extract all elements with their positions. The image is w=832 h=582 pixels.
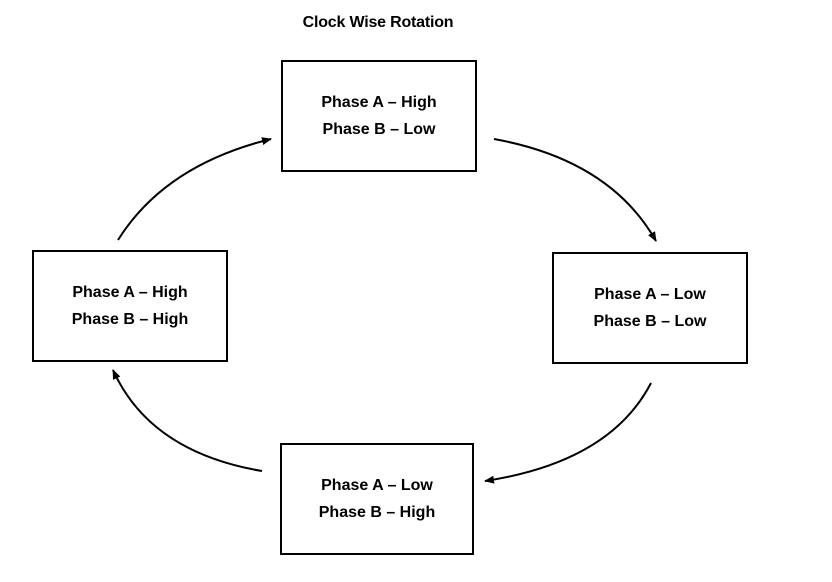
arrow-left-to-top (117, 137, 272, 241)
state-phase-a-label: Phase A – Low (321, 477, 433, 494)
state-phase-b-label: Phase B – High (318, 504, 436, 521)
state-phase-a-label: Phase A – Low (594, 286, 706, 303)
arrow-top-to-right (493, 138, 657, 242)
state-phase-b-label: Phase B – High (71, 311, 189, 328)
state-phase-a-label: Phase A – High (72, 284, 188, 301)
state-phase-b-label: Phase B – Low (322, 121, 436, 138)
arrow-bottom-to-left (112, 369, 263, 472)
state-box-phase-a-high-phase-b-high: Phase A – High Phase B – High (32, 250, 228, 362)
state-phase-a-label: Phase A – High (321, 94, 437, 111)
state-box-phase-a-low-phase-b-high: Phase A – Low Phase B – High (280, 443, 474, 555)
state-phase-b-label: Phase B – Low (593, 313, 707, 330)
diagram-title: Clock Wise Rotation (302, 14, 454, 31)
state-box-phase-a-low-phase-b-low: Phase A – Low Phase B – Low (552, 252, 748, 364)
state-box-phase-a-high-phase-b-low: Phase A – High Phase B – Low (281, 60, 477, 172)
arrow-right-to-bottom (484, 382, 652, 484)
